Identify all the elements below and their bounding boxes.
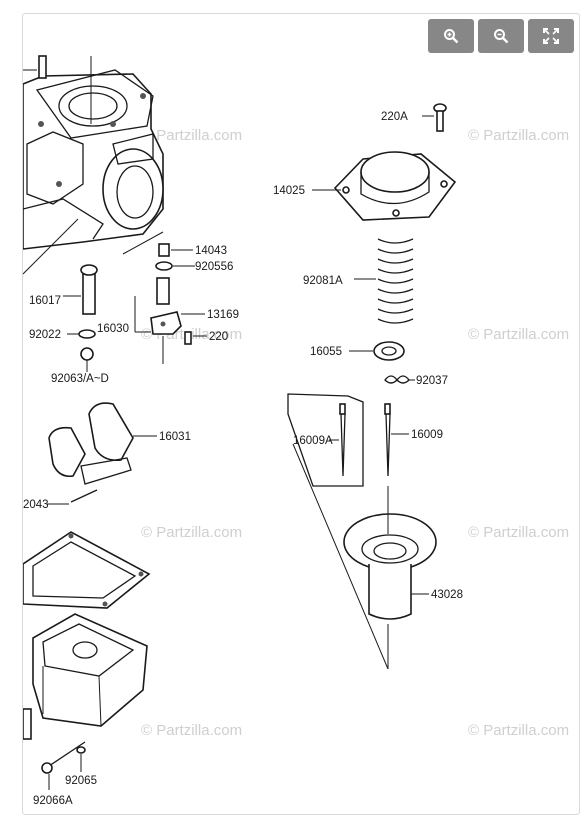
- fullscreen-button[interactable]: [528, 19, 574, 53]
- part-13169-holder: [150, 277, 205, 335]
- part-label-92022: 92022: [29, 329, 61, 341]
- watermark: © Partzilla.com: [468, 524, 569, 541]
- part-92022-washer: [67, 329, 96, 339]
- part-16009A-needle: [287, 393, 364, 487]
- part-16030-bracket: [134, 296, 164, 364]
- part-float-bowl: [23, 613, 148, 740]
- part-220A-screw: [422, 103, 447, 132]
- part-label-220A: 220A: [381, 111, 408, 123]
- viewer-toolbar: [428, 19, 574, 53]
- part-43028-diaphragm: [292, 443, 437, 670]
- part-92043-pin: [47, 489, 98, 505]
- part-220-screw: [184, 331, 207, 345]
- exploded-parts-diagram: © Partzilla.com © Partzilla.com © Partzi…: [23, 55, 569, 807]
- part-92066A-screw: [41, 741, 86, 790]
- zoom-in-button[interactable]: [428, 19, 474, 53]
- part-label-92063: 92063/A~D: [51, 373, 109, 385]
- part-label-92065: 92065: [65, 775, 97, 787]
- zoom-in-icon: [444, 29, 459, 44]
- part-label-92055B: 920556: [195, 261, 233, 273]
- carburetor-body-drawing: [23, 55, 164, 275]
- part-14025-cap: [312, 151, 457, 221]
- part-16017-jet: [63, 264, 98, 315]
- part-92063-screw: [80, 347, 94, 372]
- part-label-14025: 14025: [273, 185, 305, 197]
- part-label-16009A: 16009A: [293, 435, 333, 447]
- part-92055B-oring: [155, 261, 195, 271]
- part-label-13169: 13169: [207, 309, 239, 321]
- part-16009-needle: [384, 403, 409, 477]
- part-label-16017: 16017: [29, 295, 61, 307]
- part-label-16009: 16009: [411, 429, 443, 441]
- part-16055-ring: [349, 341, 405, 361]
- part-label-220: 220: [209, 331, 228, 343]
- watermark: © Partzilla.com: [141, 524, 242, 541]
- part-label-92081A: 92081A: [303, 275, 343, 287]
- part-float-bowl-gasket: [23, 531, 151, 609]
- part-label-14043: 14043: [195, 245, 227, 257]
- part-label-92043: 2043: [23, 499, 49, 511]
- part-label-16030: 16030: [97, 323, 129, 335]
- part-label-16031: 16031: [159, 431, 191, 443]
- part-92037-clip: [384, 375, 415, 384]
- part-label-92037: 92037: [416, 375, 448, 387]
- watermark: © Partzilla.com: [141, 127, 242, 144]
- watermark: © Partzilla.com: [468, 326, 569, 343]
- part-92081A-spring: [354, 238, 414, 324]
- zoom-out-icon: [494, 29, 509, 44]
- part-label-92066A: 92066A: [33, 795, 73, 807]
- part-label-43028: 43028: [431, 589, 463, 601]
- watermark: © Partzilla.com: [468, 722, 569, 739]
- fullscreen-icon: [543, 28, 559, 44]
- watermark: © Partzilla.com: [141, 722, 242, 739]
- part-16031-float: [48, 402, 157, 485]
- zoom-out-button[interactable]: [478, 19, 524, 53]
- watermark: © Partzilla.com: [468, 127, 569, 144]
- diagram-viewer: © Partzilla.com © Partzilla.com © Partzi…: [22, 13, 580, 815]
- part-14043-jet: [158, 243, 193, 257]
- part-label-16055: 16055: [310, 346, 342, 358]
